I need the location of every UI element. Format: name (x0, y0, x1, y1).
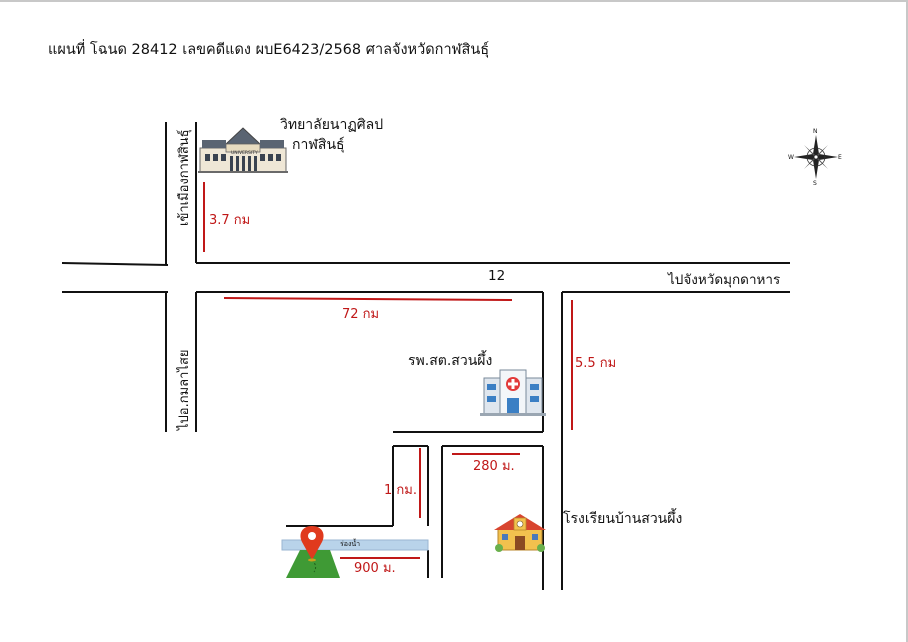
compass-east-label: E (838, 154, 842, 161)
distance-label-college: 3.7 กม (209, 213, 251, 228)
frame-top-border (0, 0, 908, 2)
distance-label-east: 5.5 กม (575, 356, 617, 371)
college-label-line1: วิทยาลัยนาฏศิลป (280, 117, 384, 133)
route-number: 12 (488, 268, 506, 284)
frame-right-border (906, 0, 908, 642)
compass-north-label: N (813, 128, 818, 135)
compass-rose-icon (794, 135, 838, 179)
map-title: แผนที่ โฉนด 28412 เลขคดีแดง ผบE6423/2568… (48, 42, 490, 58)
distance-markers (203, 182, 573, 559)
road-west-upper (61, 262, 169, 266)
compass-south-label: S (813, 180, 817, 187)
land-plot-icon (286, 550, 340, 578)
university-building-icon (198, 127, 288, 173)
distance-label-1km: 1 กม. (384, 483, 417, 498)
location-pin-icon (300, 526, 324, 562)
distance-line-route (223, 297, 513, 301)
road-label-north: เข้าเมืองกาฬสินธุ์ (177, 129, 192, 226)
road-label-kamalasai: ไปอ.กมลาไสย (177, 349, 192, 430)
college-label-line2: กาฬสินธุ์ (292, 137, 345, 153)
canal-label: ร่องน้ำ (340, 540, 361, 548)
distance-label-900m: 900 ม. (354, 561, 396, 576)
hospital-label: รพ.สต.สวนผึ้ง (408, 353, 493, 369)
university-sign: UNIVERSITY (231, 151, 258, 156)
distance-label-280m: 280 ม. (473, 459, 515, 474)
compass-west-label: W (788, 154, 794, 161)
school-label: โรงเรียนบ้านสวนผึ้ง (563, 511, 683, 527)
to-mukdahan-label: ไปจังหวัดมุกดาหาร (668, 272, 781, 288)
school-icon (494, 514, 546, 552)
distance-label-route: 72 กม (342, 307, 380, 322)
canal (281, 539, 429, 551)
road-network (61, 122, 790, 590)
hospital-icon (480, 369, 546, 416)
